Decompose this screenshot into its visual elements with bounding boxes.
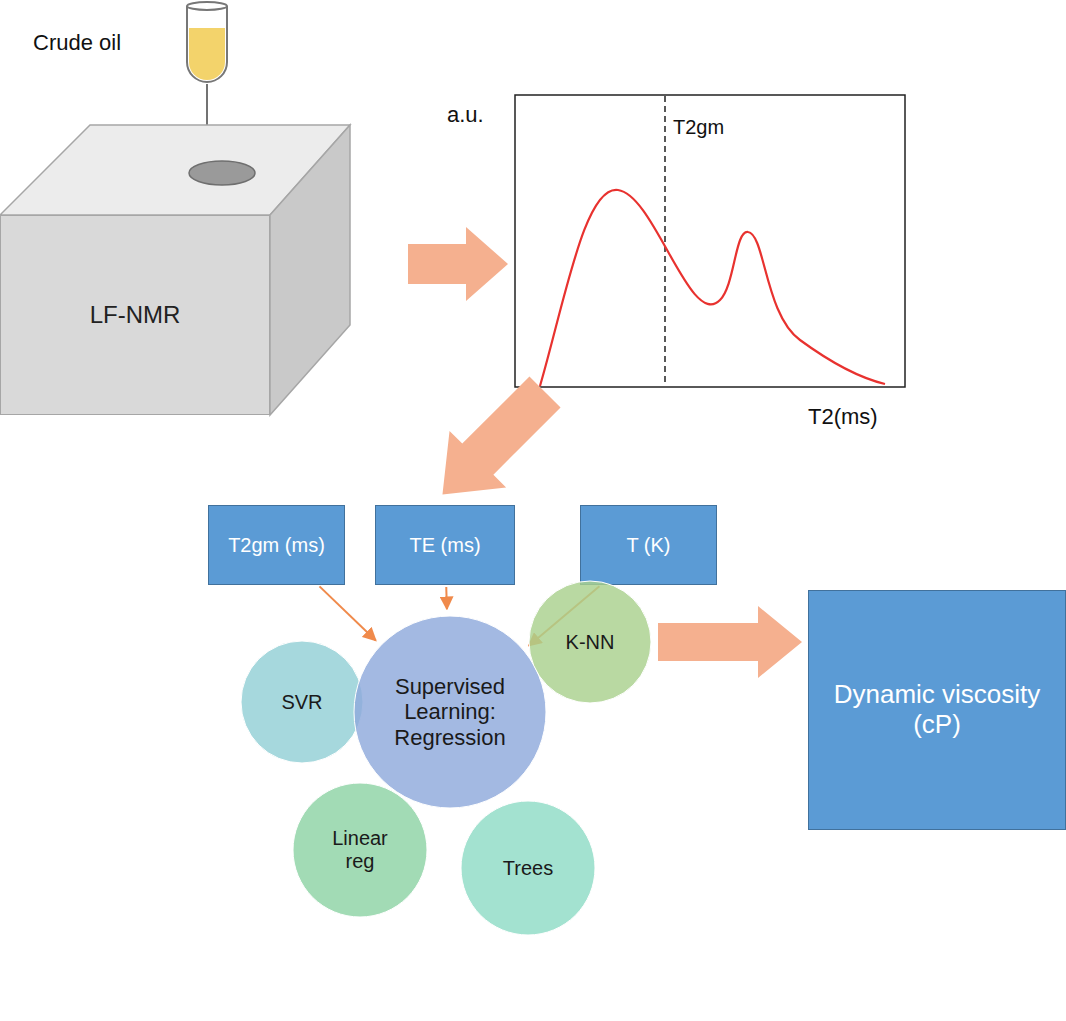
input-arrow xyxy=(445,587,448,609)
test-tube xyxy=(187,2,227,82)
node-text: TE (ms) xyxy=(409,534,480,557)
node-text: Trees xyxy=(503,857,553,880)
method-circle: K-NN xyxy=(528,580,652,704)
circle-shape xyxy=(529,581,651,703)
node-text: K-NN xyxy=(566,631,615,654)
node-text: T (K) xyxy=(626,534,670,557)
flow-arrow xyxy=(414,364,573,523)
circle-shape xyxy=(461,801,595,935)
method-circle: Supervised Learning: Regression xyxy=(353,615,547,809)
input-arrow xyxy=(319,586,375,640)
flow-arrow xyxy=(408,227,508,301)
node-text: LF-NMR xyxy=(90,301,181,329)
t2-curve xyxy=(540,190,885,386)
sample-label: Crude oil xyxy=(33,30,121,56)
sample-spot xyxy=(189,161,255,185)
method-circle: Linear reg xyxy=(292,782,428,918)
input-box: T (K) xyxy=(580,505,717,585)
flow-arrow xyxy=(658,606,802,678)
axis-label: a.u. xyxy=(447,102,484,128)
circle-shape xyxy=(241,641,363,763)
node-text: Supervised Learning: Regression xyxy=(380,674,520,750)
marker-label: T2gm xyxy=(673,116,724,139)
output-box: Dynamic viscosity (cP) xyxy=(808,590,1066,830)
method-circle: Trees xyxy=(460,800,596,936)
box-side-face xyxy=(270,125,350,415)
node-text: Linear reg xyxy=(324,827,396,873)
chart-frame xyxy=(515,95,905,387)
input-box: T2gm (ms) xyxy=(208,505,345,585)
node-text: SVR xyxy=(281,691,322,714)
instrument-box: LF-NMR xyxy=(0,215,270,415)
circle-shape xyxy=(293,783,427,917)
method-circle: SVR xyxy=(240,640,364,764)
node-text: Dynamic viscosity (cP) xyxy=(822,680,1052,740)
circle-shape xyxy=(354,616,546,808)
node-text: T2gm (ms) xyxy=(228,534,325,557)
input-box: TE (ms) xyxy=(375,505,515,585)
mean-line xyxy=(664,96,666,386)
axis-label: T2(ms) xyxy=(808,404,878,430)
